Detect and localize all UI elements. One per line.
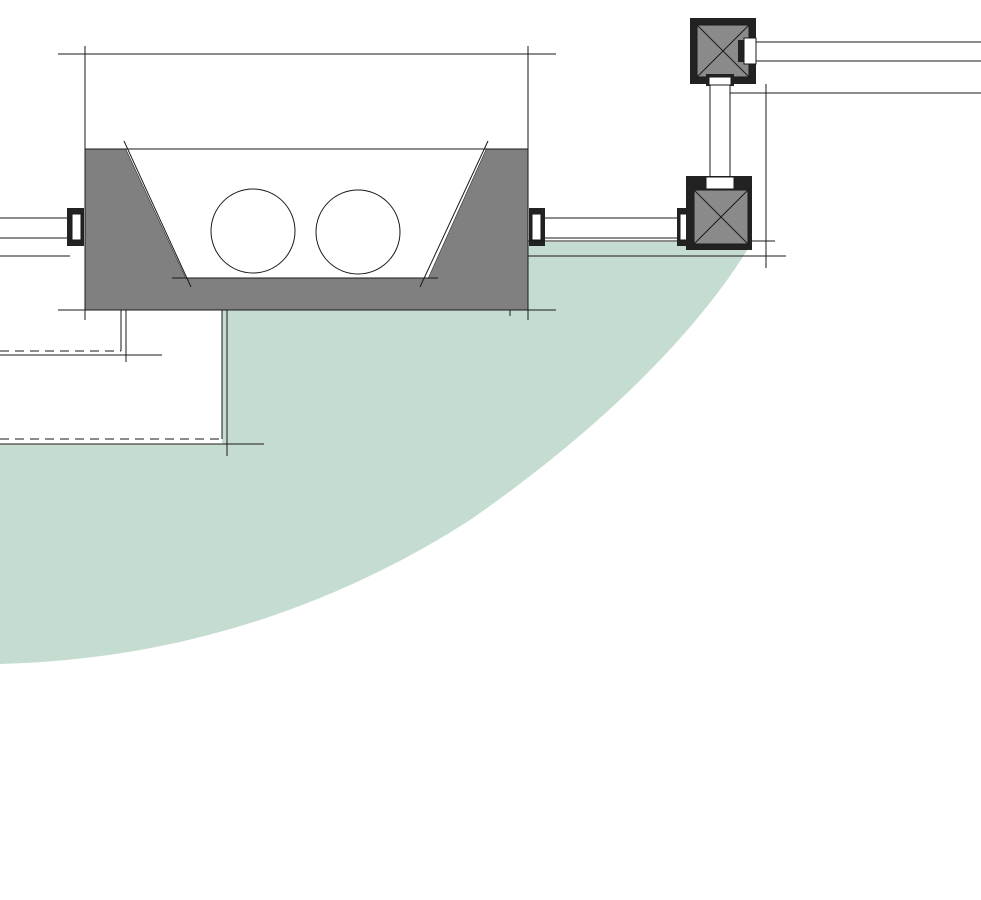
right-rail (730, 41, 981, 268)
conduit-right (315, 189, 401, 275)
post-top (690, 18, 757, 86)
duct-cavity (126, 149, 486, 278)
conduit-left (210, 188, 296, 274)
post-bottom (686, 176, 752, 250)
cavity-right-edge (419, 140, 489, 288)
left-rail (0, 208, 84, 257)
post-connector (709, 84, 731, 180)
ground-area (0, 242, 752, 664)
cavity-left-edge (123, 140, 192, 288)
left-lower-linework (0, 310, 264, 456)
